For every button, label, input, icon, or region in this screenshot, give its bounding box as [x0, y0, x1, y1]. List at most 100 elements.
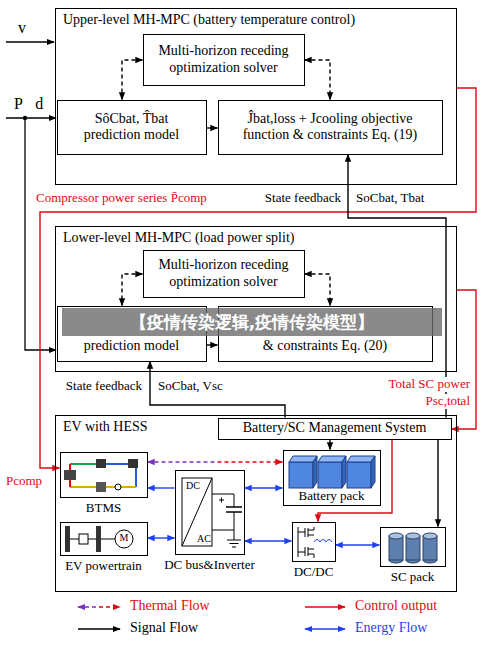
sc-pack: SC pack: [380, 527, 446, 567]
connector: [336, 544, 380, 545]
inductor-symbol: [314, 540, 332, 543]
node-text: SôCbat, T̂bat: [95, 111, 169, 127]
converter-symbol: [182, 478, 212, 546]
node-text: Battery/SC Management System: [243, 420, 427, 436]
connector: [329, 440, 330, 450]
node-text: SC pack: [391, 570, 435, 585]
connector: [207, 127, 218, 128]
system-box: EV with HESSBattery/SC Management System…: [55, 415, 457, 592]
battery-cell: [347, 462, 371, 488]
axle-line: [70, 539, 115, 540]
junction-dot: [23, 116, 27, 120]
battery-pack: Battery pack: [283, 450, 381, 506]
battery-cell: [289, 462, 313, 488]
solver-box: Multi-horizon receding optimization solv…: [143, 34, 305, 86]
battery-cell: [313, 456, 317, 488]
node-text: Multi-horizon receding optimization solv…: [150, 43, 298, 75]
node-text: DC bus&Inverter: [164, 558, 255, 573]
objective-box: Ĵbat,loss + Jcooling objective function …: [218, 100, 443, 155]
node-text: Upper-level MH-MPC (battery temperature …: [63, 12, 449, 28]
battery-cell: [347, 456, 375, 462]
node-text: Ĵbat,loss + Jcooling objective function …: [225, 111, 436, 143]
legend-sample: [305, 628, 345, 630]
connector: [245, 487, 283, 488]
differential-symbol: [79, 534, 88, 544]
annotation-label: SoCbat, Tbat: [354, 191, 426, 206]
annotation-label: v⃗: [16, 19, 40, 37]
valve-symbol: [128, 459, 138, 468]
node-text: DC/DC: [294, 565, 334, 580]
watermark: 【疫情传染逻辑,疫情传染模型】: [62, 308, 442, 336]
legend-sample: [78, 606, 120, 608]
node-text: Lower-level MH-MPC (load power split): [63, 230, 449, 246]
connector: [148, 537, 175, 538]
annotation-label: Pcomp: [4, 474, 44, 489]
ground-symbol: [227, 530, 241, 547]
polarity-sign: [219, 498, 224, 503]
annotation-label: P⃗d: [12, 95, 45, 113]
connector: [437, 440, 438, 527]
annotation-label: AC: [195, 533, 213, 545]
node-text: EV powertrain: [65, 559, 142, 574]
connector: [40, 88, 476, 468]
capacitor-symbol: [226, 507, 242, 512]
switch-symbol: [298, 547, 314, 558]
supercapacitor-cell: [389, 533, 403, 539]
connector-group: [40, 60, 476, 545]
node-text: prediction model: [84, 338, 179, 354]
legend-sample: [78, 628, 120, 630]
powertrain-block: EV powertrain: [60, 522, 148, 556]
connector: [122, 274, 143, 306]
input-arrow: [6, 41, 54, 42]
connector: [148, 487, 175, 488]
annotation-label: M: [118, 532, 131, 544]
annotation-label: Psc,total: [424, 394, 472, 409]
connector: [245, 540, 292, 541]
solver-box: Multi-horizon receding optimization solv…: [143, 250, 305, 298]
battery-cell: [318, 456, 346, 462]
supercapacitor-cell: [389, 536, 403, 560]
management-box: Battery/SC Management System: [218, 418, 452, 440]
connector: [305, 60, 331, 100]
node-text: BTMS: [86, 501, 121, 516]
pump-symbol: [115, 484, 121, 490]
connector: [207, 344, 218, 345]
wheel-symbol: [96, 526, 101, 552]
connector: [318, 440, 392, 522]
heat-exchanger-symbol: [96, 482, 106, 492]
node-text: Multi-horizon receding optimization solv…: [150, 257, 298, 289]
edge-label: State feedback: [64, 379, 144, 394]
annotation-label: SoCbat, Vsc: [156, 379, 225, 394]
edge-label: Compressor power series P̄comp: [34, 191, 209, 206]
converter-block: DC/DC: [292, 522, 336, 562]
valve-symbol: [96, 459, 106, 468]
node-text: prediction model: [84, 127, 179, 143]
compressor-symbol: [64, 470, 76, 480]
connector: [122, 60, 143, 100]
supercapacitor-cell: [406, 536, 420, 560]
switch-symbol: [298, 527, 314, 557]
converter-diagonal: [182, 478, 212, 546]
battery-cell: [342, 456, 346, 488]
legend-text: Control output: [353, 598, 439, 614]
annotation-label: DC: [184, 480, 202, 492]
edge-label: Total SC power: [387, 377, 472, 392]
supercapacitor-cell: [406, 533, 420, 539]
battery-cell: [371, 456, 375, 488]
legend-sample: [305, 606, 345, 608]
battery-cell: [318, 462, 342, 488]
node-text: Battery pack: [298, 489, 364, 504]
prediction-box: SôCbat, T̂batprediction model: [57, 100, 207, 155]
controller-box: Upper-level MH-MPC (battery temperature …: [55, 8, 457, 185]
motor-symbol: [115, 530, 133, 548]
edge-label: State feedback: [263, 191, 343, 206]
connector: [148, 461, 283, 462]
battery-cell: [289, 456, 317, 462]
connector: [150, 362, 285, 418]
controller-box: Lower-level MH-MPC (load power split) Mul…: [55, 226, 457, 372]
btms-block: BTMS: [60, 452, 148, 498]
legend-text: Thermal Flow: [128, 598, 212, 614]
legend-text: Signal Flow: [128, 620, 200, 636]
